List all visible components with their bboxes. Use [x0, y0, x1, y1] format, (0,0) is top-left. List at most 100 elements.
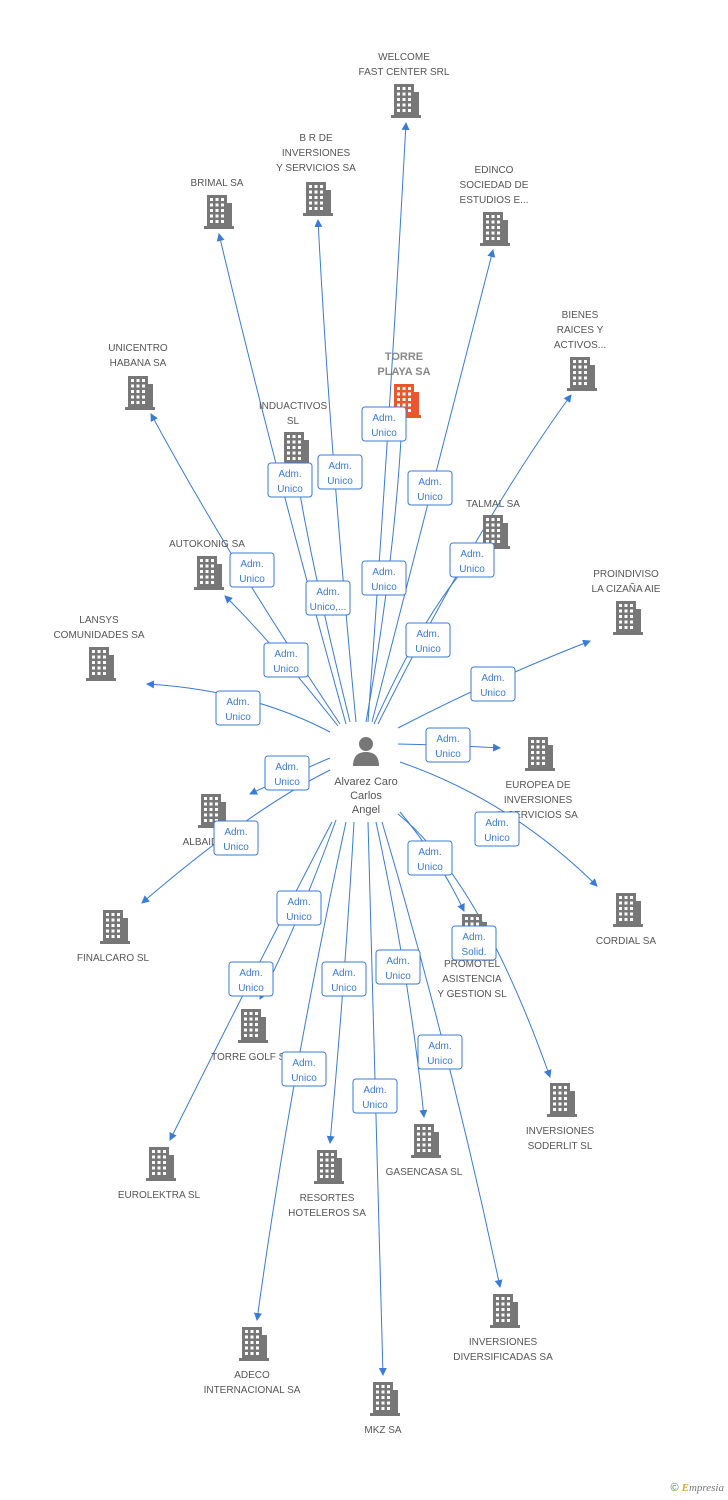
role-text: Adm.	[240, 559, 263, 570]
role-text: Unico	[223, 842, 249, 853]
role-badge[interactable]: Adm.Unico	[215, 690, 261, 726]
role-text: Unico	[273, 664, 299, 675]
company-node-adeco[interactable]: ADECO INTERNACIONAL SA	[204, 1327, 301, 1396]
building-icon	[86, 647, 116, 681]
building-icon	[480, 515, 510, 549]
company-label: Y SERVICIOS SA	[276, 163, 356, 174]
person-label: Alvarez Caro	[334, 776, 398, 788]
company-node-cordial[interactable]: CORDIAL SA	[596, 893, 657, 947]
company-node-albaida[interactable]: ALBAIDA SL	[183, 794, 240, 848]
person-label: Angel	[352, 804, 380, 816]
role-text: Adm.	[436, 734, 459, 745]
role-badge[interactable]: Adm.Unico	[361, 560, 407, 596]
role-badge[interactable]: Adm. Unico	[213, 820, 259, 856]
company-label: EUROPEA DE	[505, 780, 570, 791]
edge-to-bienes	[377, 394, 572, 725]
role-badge[interactable]: Adm. Unico	[229, 552, 275, 588]
role-badge[interactable]: Adm.Unico	[321, 961, 367, 997]
role-badge[interactable]: Adm.Unico,...	[305, 580, 351, 616]
company-node-eurolektra[interactable]: EUROLEKTRA SL	[118, 1147, 201, 1201]
role-badge[interactable]: Adm.Unico	[263, 642, 309, 678]
role-badge[interactable]: Adm.Unico	[361, 406, 407, 442]
role-text: Adm.	[239, 968, 262, 979]
company-node-talmal[interactable]: TALMAL SA	[466, 499, 520, 549]
role-badge[interactable]: Adm.Unico	[281, 1051, 327, 1087]
company-label: SODERLIT SL	[528, 1141, 593, 1152]
building-icon	[490, 1294, 520, 1328]
role-badge[interactable]: Adm.Unico	[228, 961, 274, 997]
role-badge[interactable]: Adm.Unico	[449, 542, 495, 578]
company-label: SOCIEDAD DE	[460, 180, 529, 191]
role-text: Unico	[239, 574, 265, 585]
company-node-autokonig[interactable]: AUTOKONIG SA	[169, 539, 245, 590]
company-label: ACTIVOS...	[554, 340, 606, 351]
company-label: ESTUDIOS E...	[460, 195, 529, 206]
role-text: Adm.	[418, 847, 441, 858]
role-badge[interactable]: Adm.Unico	[407, 470, 453, 506]
role-text: Unico	[459, 564, 485, 575]
company-node-lansys[interactable]: LANSYS COMUNIDADES SA	[53, 615, 145, 681]
company-label: PLAYA SA	[377, 366, 430, 378]
building-icon	[238, 1009, 268, 1043]
company-node-mkz[interactable]: MKZ SA	[364, 1382, 402, 1436]
company-node-finalcaro[interactable]: FINALCARO SL	[77, 910, 150, 964]
building-icon	[125, 376, 155, 410]
role-badge[interactable]: Adm.Solid.	[451, 925, 497, 961]
role-text: Unico	[225, 712, 251, 723]
building-icon	[525, 737, 555, 771]
company-label: LANSYS	[79, 615, 119, 626]
company-label: Y GESTION SL	[437, 989, 507, 1000]
company-label: SL	[287, 416, 300, 427]
footer-brand[interactable]: © Empresia	[670, 1482, 724, 1494]
role-badge[interactable]: Adm.Unico	[264, 755, 310, 791]
role-text: Adm.	[292, 1058, 315, 1069]
role-badge[interactable]: Adm.Unico	[317, 454, 363, 490]
role-badge[interactable]: Adm.Unico	[267, 462, 313, 498]
role-badge[interactable]: Adm.Unico	[352, 1078, 398, 1114]
person-icon	[353, 737, 379, 766]
company-label: INTERNACIONAL SA	[204, 1385, 301, 1396]
company-label: PROMOTEL	[444, 959, 501, 970]
role-text: Adm.	[275, 762, 298, 773]
role-badge[interactable]: Adm.Unico	[276, 890, 322, 926]
company-label: INVERSIONES	[504, 795, 573, 806]
role-badge[interactable]: Adm.Unico	[405, 622, 451, 658]
role-text: Unico	[417, 862, 443, 873]
role-badge[interactable]: Adm.Unico	[474, 811, 520, 847]
company-node-soderlit[interactable]: INVERSIONES SODERLIT SL	[526, 1083, 595, 1152]
company-node-torregolf[interactable]: TORRE GOLF SL	[211, 1009, 291, 1063]
company-node-gasencasa[interactable]: GASENCASA SL	[386, 1124, 463, 1178]
role-badge[interactable]: Adm. Unico	[407, 840, 453, 876]
role-text: Adm.	[386, 956, 409, 967]
role-badge[interactable]: Adm.Unico	[470, 666, 516, 702]
edge-to-soderlit	[397, 813, 552, 1078]
company-node-brimal[interactable]: BRIMAL SA	[191, 178, 244, 229]
building-icon	[281, 432, 311, 466]
company-label: INVERSIONES	[469, 1337, 538, 1348]
role-badge[interactable]: Adm.Unico	[417, 1034, 463, 1070]
company-label: COMUNIDADES SA	[53, 630, 144, 641]
company-label: INVERSIONES	[526, 1126, 595, 1137]
building-icon	[480, 212, 510, 246]
role-text: Unico	[415, 644, 441, 655]
company-label: ADECO	[234, 1370, 270, 1381]
role-text: Adm.	[224, 827, 247, 838]
company-label: RAICES Y	[557, 325, 604, 336]
role-text: Adm.	[462, 932, 485, 943]
role-badge[interactable]: Adm.Unico	[425, 727, 471, 763]
role-badge[interactable]: Adm.Unico	[375, 949, 421, 985]
role-text: Unico,...	[310, 602, 347, 613]
person-label: Carlos	[350, 790, 382, 802]
